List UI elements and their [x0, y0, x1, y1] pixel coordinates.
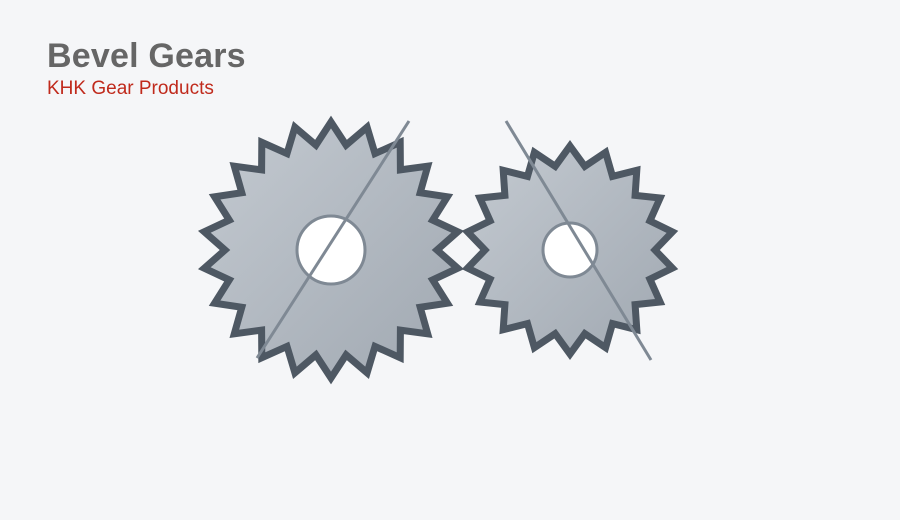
- large-gear: [197, 115, 465, 385]
- page-subtitle: KHK Gear Products: [47, 78, 214, 99]
- large-gear-bore: [295, 214, 367, 286]
- small-gear-axis-line: [504, 120, 653, 361]
- small-gear-bore: [541, 221, 599, 279]
- page-title: Bevel Gears: [47, 37, 246, 75]
- large-gear-axis-line: [255, 120, 411, 359]
- small-gear: [461, 120, 679, 361]
- header: Bevel Gears KHK Gear Products: [47, 36, 246, 100]
